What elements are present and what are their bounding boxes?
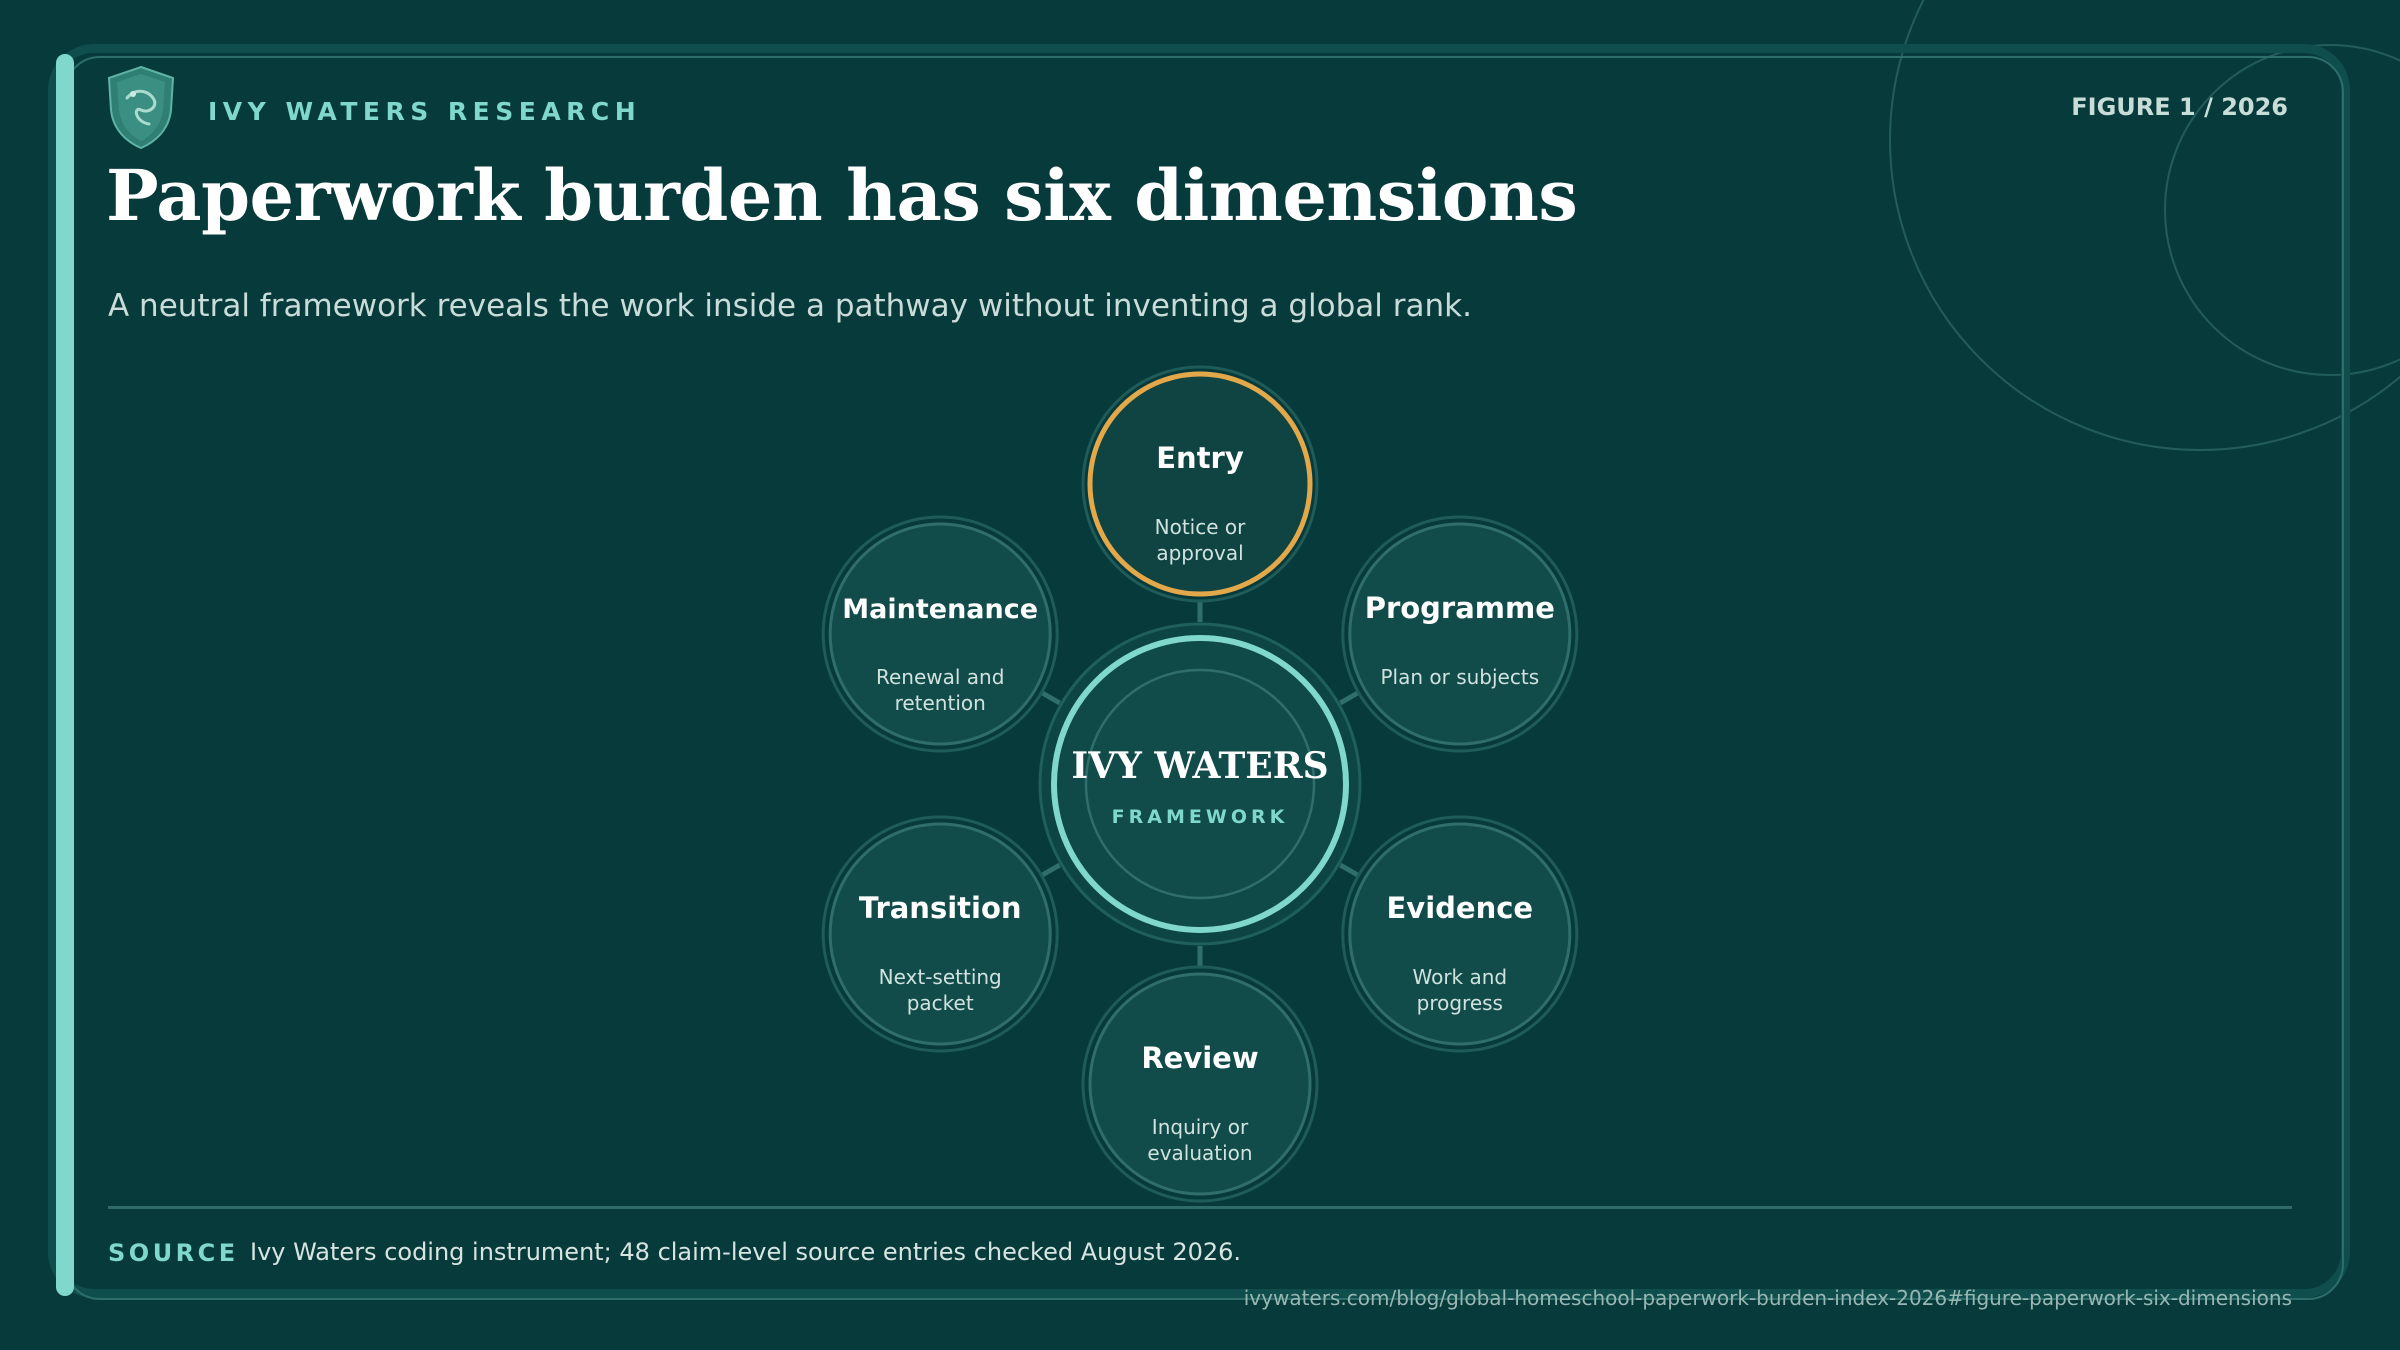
node-circle [1088, 972, 1312, 1196]
connector-programme [1339, 689, 1361, 706]
node-description: Work and [1412, 965, 1507, 989]
node-outer-ring [1341, 815, 1579, 1053]
node-outer-ring [821, 815, 1059, 1053]
accent-bar [56, 54, 74, 1296]
connector-transition [1039, 862, 1061, 879]
node-description: Inquiry or [1152, 1115, 1249, 1139]
footer-divider [108, 1206, 2292, 1209]
shield-crest-icon [107, 65, 175, 150]
hub-title: IVY WATERS [1071, 745, 1328, 787]
figure-label: FIGURE 1 / 2026 [2071, 93, 2288, 121]
connector-maintenance [1039, 689, 1061, 706]
source-label: SOURCE [108, 1239, 239, 1267]
node-circle [828, 522, 1052, 746]
node-description: Notice or [1155, 515, 1246, 539]
node-description: packet [907, 991, 974, 1015]
node-title: Transition [859, 891, 1022, 925]
page-title: Paperwork burden has six dimensions [106, 154, 1578, 237]
node-outer-ring [1341, 515, 1579, 753]
node-title: Review [1141, 1041, 1258, 1075]
node-description: approval [1156, 541, 1243, 565]
hub-subtitle: FRAMEWORK [1112, 806, 1289, 828]
connector-lines [1039, 600, 1361, 968]
source-text: Ivy Waters coding instrument; 48 claim-l… [250, 1238, 1242, 1266]
node-description: Next-setting [879, 965, 1002, 989]
framework-hub: IVY WATERS FRAMEWORK [1038, 622, 1362, 946]
node-outer-ring [821, 515, 1059, 753]
node-description: progress [1417, 991, 1503, 1015]
node-outer-ring [1081, 365, 1319, 603]
card-frame [48, 44, 2350, 1298]
brand-name: IVY WATERS RESEARCH [208, 97, 642, 126]
node-description: Renewal and [876, 665, 1004, 689]
figure-url[interactable]: ivywaters.com/blog/global-homeschool-pap… [1243, 1286, 2292, 1310]
node-outer-ring [1081, 965, 1319, 1203]
node-circle [1087, 371, 1313, 597]
node-circle [1348, 522, 1572, 746]
page-subtitle: A neutral framework reveals the work ins… [108, 288, 1472, 324]
node-description: retention [895, 691, 986, 715]
node-description: Plan or subjects [1380, 665, 1539, 689]
node-title: Programme [1365, 591, 1555, 625]
node-circle [828, 822, 1052, 1046]
node-title: Entry [1156, 441, 1244, 475]
node-title: Evidence [1387, 891, 1534, 925]
node-description: evaluation [1147, 1141, 1252, 1165]
node-title: Maintenance [842, 594, 1038, 625]
connector-evidence [1339, 862, 1361, 879]
node-circle [1348, 822, 1572, 1046]
